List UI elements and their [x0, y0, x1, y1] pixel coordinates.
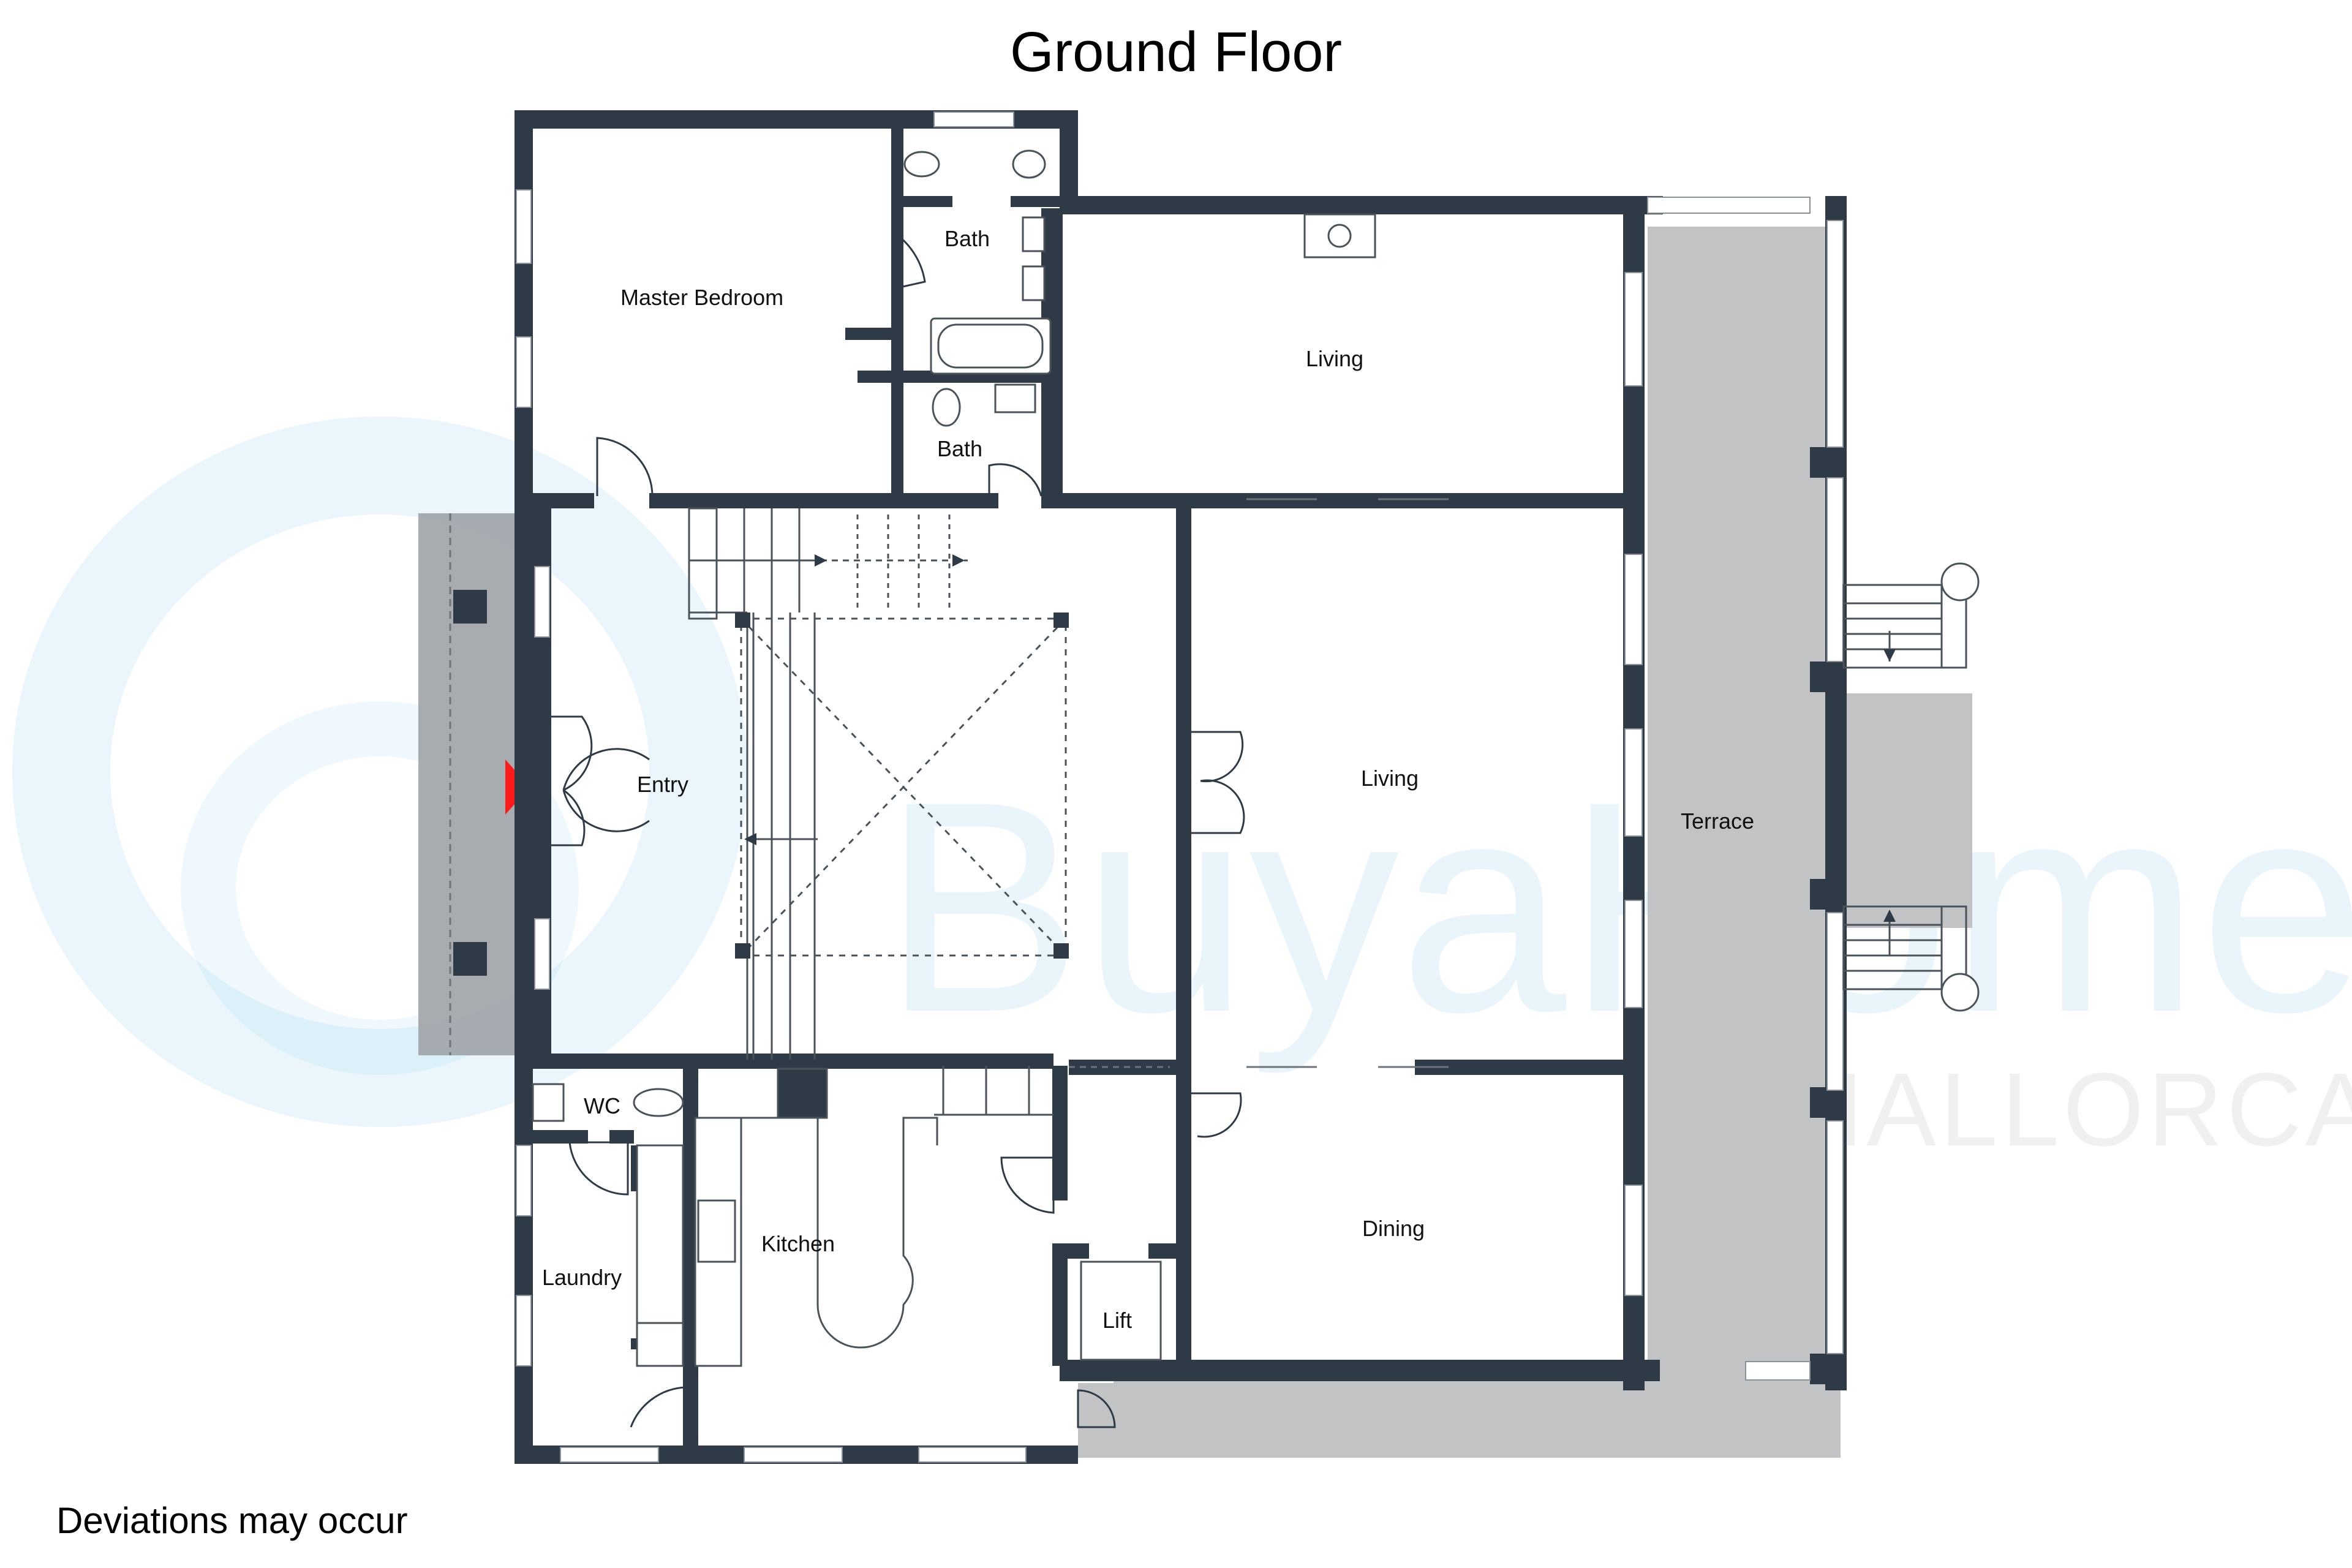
sliding-doors [1069, 498, 1449, 1068]
stair-arrow-left [744, 833, 756, 845]
door-terrace [1077, 1389, 1116, 1428]
door-hall [1000, 1156, 1055, 1214]
kitchen-hob [777, 1068, 828, 1119]
lift-shaft [1080, 1261, 1162, 1361]
label-kitchen: Kitchen [761, 1231, 835, 1256]
toilet-lower [932, 388, 961, 427]
label-master-bedroom: Master Bedroom [620, 285, 783, 310]
door-laundry [630, 1386, 687, 1428]
door-master-bedroom [596, 437, 654, 497]
washbasin-upper [903, 151, 940, 178]
terrace-bottom-strip [1078, 1383, 1841, 1458]
deviation-note: Deviations may occur [56, 1500, 408, 1541]
label-wc: WC [584, 1093, 620, 1118]
label-bath-upper: Bath [944, 226, 990, 251]
label-living-upper: Living [1306, 346, 1363, 371]
fixtures [532, 149, 1376, 1367]
door-dining [1191, 1092, 1242, 1138]
label-bath-lower: Bath [937, 436, 982, 461]
door-living [1191, 731, 1245, 834]
label-laundry: Laundry [542, 1265, 622, 1290]
outdoor-areas [418, 227, 1972, 1458]
door-bath-upper [894, 232, 926, 289]
terrace-stairs [1842, 562, 1980, 1012]
stair-arrow-right [815, 554, 827, 567]
label-lift: Lift [1102, 1308, 1132, 1333]
porch-pillar-top [453, 590, 487, 624]
stairwell-void [740, 617, 1067, 957]
windows [516, 111, 1844, 1463]
entry-arrow [484, 760, 530, 815]
watermark-brand: BuyaHome [882, 739, 2352, 1076]
door-entry [542, 715, 650, 846]
doors [542, 232, 1245, 1428]
wc-toilet [633, 1088, 684, 1117]
sink-vanity-1 [1022, 216, 1046, 252]
washbasin-lower [994, 383, 1036, 413]
terrace-steps-landing [1841, 693, 1966, 928]
staircase [688, 507, 1067, 1116]
door-bath-lower [988, 463, 1042, 497]
label-terrace: Terrace [1681, 809, 1754, 834]
sink-vanity-2 [1022, 265, 1046, 301]
stair-arrow-right-2 [952, 554, 965, 567]
watermark: BuyaHome MALLORCA [12, 417, 2352, 1168]
label-dining: Dining [1362, 1216, 1425, 1241]
label-living-main: Living [1361, 766, 1419, 791]
stair-markers [735, 554, 1069, 959]
label-entry: Entry [637, 772, 688, 797]
toilet-upper [1012, 149, 1046, 179]
door-wc [568, 1141, 629, 1196]
watermark-swirl-outer [12, 417, 747, 1127]
floor-title: Ground Floor [1009, 21, 1343, 83]
kitchen-island [741, 1117, 938, 1349]
room-labels: Master Bedroom Bath Bath Living Living E… [542, 226, 1754, 1333]
watermark-region: MALLORCA [1776, 1052, 2352, 1168]
wc-basin [532, 1083, 565, 1122]
terrace-main-strip [1648, 227, 1841, 1384]
laundry-sink [636, 1322, 684, 1367]
kitchen-sink [697, 1199, 736, 1263]
porch-pillar-bottom [453, 942, 487, 976]
terrace-stair-arrows [1883, 649, 1896, 922]
